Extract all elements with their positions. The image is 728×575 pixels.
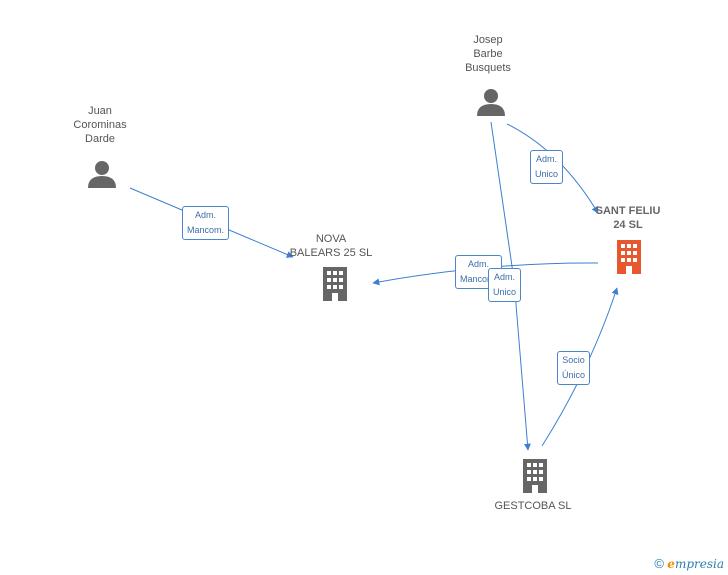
node-label-sant-feliu[interactable]: SANT FELIU 24 SL (595, 205, 661, 231)
node-label-gestcoba[interactable]: GESTCOBA SL (494, 500, 572, 512)
edge-label: Adm. Mancom. (182, 206, 230, 240)
building-icon[interactable] (614, 240, 644, 274)
building-icon[interactable] (320, 267, 350, 301)
edge-label: Adm. Unico (530, 150, 564, 184)
brand-initial: e (667, 557, 675, 571)
brand-name: mpresia (674, 557, 724, 571)
node-label-juan[interactable]: Juan Corominas Darde (73, 105, 127, 145)
building-icon[interactable] (520, 459, 550, 493)
brand-logo[interactable]: © empresia (654, 556, 724, 571)
person-icon[interactable] (87, 160, 117, 188)
copyright-symbol: © (654, 556, 664, 571)
node-label-josep[interactable]: Josep Barbe Busquets (465, 34, 511, 74)
person-icon[interactable] (476, 88, 506, 116)
node-label-nova[interactable]: NOVA BALEARS 25 SL (289, 233, 373, 259)
edge-label: Adm. Unico (488, 268, 522, 302)
edge-label: Socio Único (557, 351, 591, 385)
